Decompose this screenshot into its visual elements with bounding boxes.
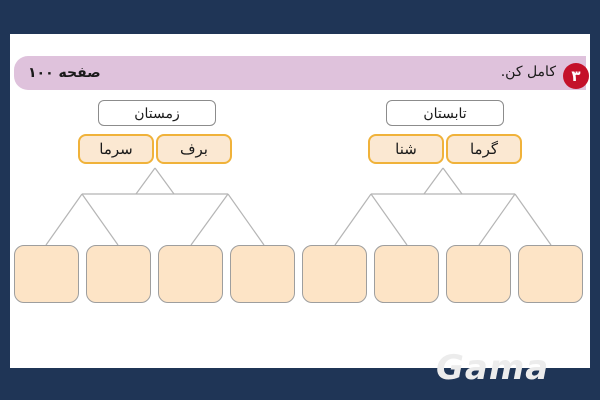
tree-line	[190, 193, 229, 246]
answer-slot[interactable]	[158, 245, 223, 303]
answer-slot[interactable]	[374, 245, 439, 303]
page-reference: صفحه ۱۰۰	[28, 65, 101, 81]
tree-line	[45, 193, 83, 246]
tree-line	[423, 167, 444, 195]
tree-line	[334, 193, 372, 246]
exercise-instruction: کامل کن.	[500, 64, 556, 80]
tree-line	[81, 193, 119, 246]
winter-title-box: زمستان	[98, 100, 216, 126]
word-cold-box: سرما	[78, 134, 154, 164]
word-snow-box: برف	[156, 134, 232, 164]
tree-line	[478, 193, 516, 246]
answer-slot[interactable]	[230, 245, 295, 303]
word-swim-box: شنا	[368, 134, 444, 164]
answer-slot[interactable]	[86, 245, 151, 303]
tree-line	[135, 167, 156, 195]
word-heat-box: گرما	[446, 134, 522, 164]
step-number-badge: ۳	[563, 63, 589, 89]
tree-line	[514, 193, 552, 246]
gama-logo-watermark: Gama	[436, 348, 550, 388]
summer-title-box: تابستان	[386, 100, 504, 126]
answer-slot[interactable]	[14, 245, 79, 303]
tree-line	[154, 167, 175, 195]
tree-line	[370, 193, 408, 246]
exercise-header-band	[14, 56, 586, 90]
answer-slot[interactable]	[302, 245, 367, 303]
tree-line	[227, 193, 265, 246]
tree-line	[442, 167, 463, 195]
answer-slot[interactable]	[518, 245, 583, 303]
answer-slot[interactable]	[446, 245, 511, 303]
